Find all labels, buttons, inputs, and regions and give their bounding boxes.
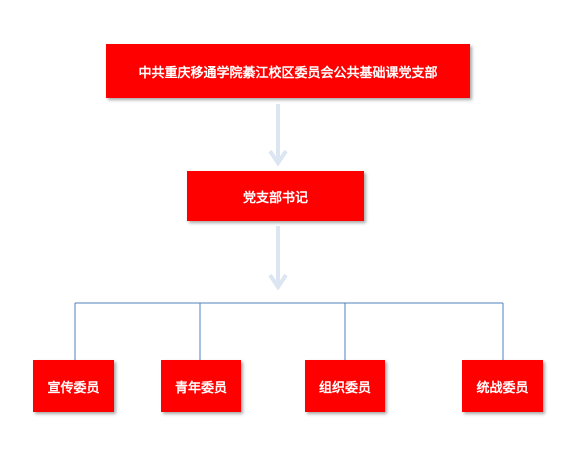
member-node-youth: 青年委员: [161, 360, 241, 412]
arrow-secretary-to-members: [268, 226, 288, 291]
root-node: 中共重庆移通学院綦江校区委员会公共基础课党支部: [106, 44, 470, 98]
member-node-organization: 组织委员: [305, 360, 385, 412]
arrow-root-to-secretary: [268, 104, 288, 167]
member-node-united-front: 统战委员: [462, 360, 543, 412]
secretary-node: 党支部书记: [187, 171, 364, 221]
member-node-label: 组织委员: [318, 380, 371, 396]
member-node-label: 青年委员: [174, 380, 227, 396]
member-node-publicity: 宣传委员: [33, 360, 114, 412]
arrow-head-2: [268, 273, 288, 291]
member-node-label: 宣传委员: [47, 380, 100, 396]
arrow-head-1: [268, 149, 288, 167]
root-node-label: 中共重庆移通学院綦江校区委员会公共基础课党支部: [138, 65, 438, 81]
secretary-node-label: 党支部书记: [242, 190, 308, 206]
member-node-label: 统战委员: [476, 380, 529, 396]
